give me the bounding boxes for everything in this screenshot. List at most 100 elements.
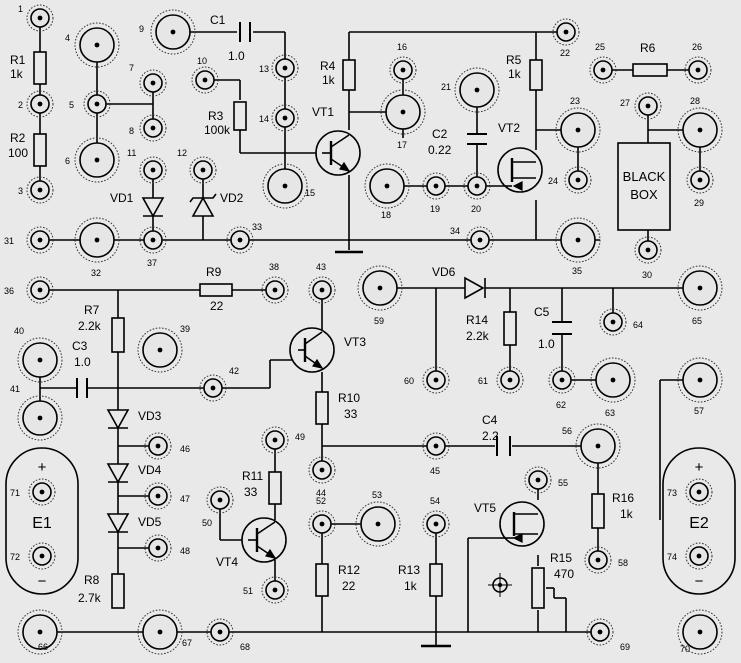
pad-74[interactable]: 74 xyxy=(667,542,713,570)
pad-54[interactable]: 54 xyxy=(422,496,450,538)
pad-60[interactable]: 60 xyxy=(404,366,450,394)
pad-24[interactable]: 24 xyxy=(548,166,592,194)
pad-42-label: 42 xyxy=(229,366,239,376)
pad-55[interactable]: 55 xyxy=(524,466,568,494)
pad-73-ring xyxy=(685,478,713,506)
pad-69[interactable]: 69 xyxy=(586,618,630,652)
pad-70[interactable]: 70 xyxy=(677,609,723,655)
pad-41-label: 41 xyxy=(10,384,20,394)
pad-14[interactable]: 14 xyxy=(259,104,299,132)
pad-29[interactable]: 29 xyxy=(686,166,714,208)
r9-ref: R9 xyxy=(206,265,222,279)
pad-10[interactable]: 10 xyxy=(191,56,219,94)
pad-36[interactable]: 36 xyxy=(4,276,54,304)
vd4-ref: VD4 xyxy=(138,463,162,477)
pad-53-label: 53 xyxy=(372,490,382,500)
pad-8[interactable]: 8 xyxy=(129,114,167,142)
pad-65[interactable]: 65 xyxy=(677,265,723,326)
pad-5[interactable]: 5 xyxy=(69,90,111,118)
pad-49[interactable]: 49 xyxy=(261,426,305,454)
pad-47[interactable]: 47 xyxy=(144,482,190,510)
pad-28[interactable]: 28 xyxy=(677,96,723,153)
pad-4[interactable]: 4 xyxy=(65,22,120,68)
pad-3[interactable]: 3 xyxy=(18,176,54,204)
pad-12[interactable]: 12 xyxy=(177,148,217,184)
pad-68[interactable]: 68 xyxy=(206,618,250,652)
pad-46[interactable]: 46 xyxy=(144,432,190,460)
pad-27[interactable]: 27 xyxy=(620,92,662,120)
r9-value: 22 xyxy=(210,299,224,313)
pad-66[interactable]: 66 xyxy=(17,609,63,655)
pad-38[interactable]: 38 xyxy=(261,262,289,304)
pad-2-hole xyxy=(37,101,43,107)
pad-2[interactable]: 2 xyxy=(18,90,54,118)
pad-18[interactable]: 18 xyxy=(364,163,410,220)
pad-11-hole xyxy=(150,167,156,173)
pad-50[interactable]: 50 xyxy=(202,486,234,528)
pad-56[interactable]: 56 xyxy=(562,423,621,469)
pad-25[interactable]: 25 xyxy=(589,42,617,84)
pad-63[interactable]: 63 xyxy=(590,357,636,418)
pad-23-ring xyxy=(555,107,601,153)
pad-62[interactable]: 62 xyxy=(548,366,576,410)
potentiometer-wiper xyxy=(546,587,555,598)
pad-34[interactable]: 34 xyxy=(450,226,494,254)
pad-1[interactable]: 1 xyxy=(18,4,54,32)
pad-32[interactable]: 32 xyxy=(74,217,120,278)
pad-61[interactable]: 61 xyxy=(478,366,524,394)
pad-19[interactable]: 19 xyxy=(422,172,450,214)
pad-23[interactable]: 23 xyxy=(555,96,601,153)
pad-71[interactable]: 71 xyxy=(10,478,56,506)
pad-67[interactable]: 67 xyxy=(137,609,192,655)
pad-37[interactable]: 37 xyxy=(139,226,167,268)
pad-64[interactable]: 64 xyxy=(599,308,643,336)
pad-21[interactable]: 21 xyxy=(441,67,500,113)
pad-20[interactable]: 20 xyxy=(463,172,491,214)
pad-38-hole xyxy=(272,287,278,293)
pad-6[interactable]: 6 xyxy=(65,137,120,183)
pad-39[interactable]: 39 xyxy=(137,324,190,373)
pad-59[interactable]: 59 xyxy=(357,265,403,326)
resistor-r11 xyxy=(268,471,282,505)
pad-43[interactable]: 43 xyxy=(308,262,336,304)
pad-33[interactable]: 33 xyxy=(226,222,262,254)
pad-18-label: 18 xyxy=(381,210,391,220)
pad-16[interactable]: 16 xyxy=(389,42,417,84)
pad-47-hole xyxy=(155,493,161,499)
pad-15[interactable]: 15 xyxy=(262,163,315,209)
pad-53[interactable]: 53 xyxy=(355,490,401,547)
pad-7[interactable]: 7 xyxy=(129,63,167,97)
pad-51[interactable]: 51 xyxy=(243,576,289,604)
pad-23-hole xyxy=(575,127,581,133)
pad-16-label: 16 xyxy=(397,42,407,52)
r5-ref: R5 xyxy=(506,53,522,67)
pad-26[interactable]: 26 xyxy=(684,42,712,84)
pad-44[interactable]: 44 xyxy=(308,456,336,498)
pad-42[interactable]: 42 xyxy=(199,366,239,402)
pad-20-hole xyxy=(474,183,480,189)
pad-13[interactable]: 13 xyxy=(259,54,299,82)
r15-value: 470 xyxy=(554,567,574,581)
pad-52[interactable]: 52 xyxy=(308,496,336,538)
pad-72[interactable]: 72 xyxy=(10,542,56,570)
pad-35[interactable]: 35 xyxy=(555,217,601,276)
r14-ref: R14 xyxy=(466,313,488,327)
pad-1-ring xyxy=(26,4,54,32)
pad-40[interactable]: 40 xyxy=(14,326,63,383)
pad-22[interactable]: 22 xyxy=(552,18,580,58)
pad-9[interactable]: 9 xyxy=(139,9,196,55)
pad-11[interactable]: 11 xyxy=(127,148,167,184)
pad-45[interactable]: 45 xyxy=(422,432,450,476)
pad-48[interactable]: 48 xyxy=(144,534,190,562)
pad-17[interactable]: 17 xyxy=(380,89,426,150)
pad-37-hole xyxy=(150,237,156,243)
pad-58[interactable]: 58 xyxy=(584,546,628,574)
diode-vd3 xyxy=(106,409,130,430)
pad-30[interactable]: 30 xyxy=(634,236,662,280)
pad-24-label: 24 xyxy=(548,176,558,186)
pad-41[interactable]: 41 xyxy=(10,384,63,441)
pad-73[interactable]: 73 xyxy=(667,478,713,506)
pad-47-label: 47 xyxy=(180,494,190,504)
pad-31[interactable]: 31 xyxy=(4,226,54,254)
pad-57[interactable]: 57 xyxy=(677,357,723,416)
